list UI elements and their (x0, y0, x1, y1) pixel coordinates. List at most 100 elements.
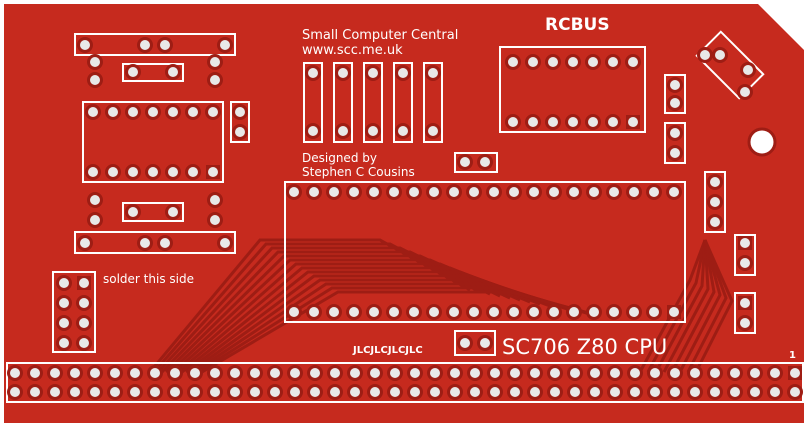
component-outline (122, 202, 184, 222)
pad (770, 387, 780, 397)
pad (368, 68, 378, 78)
component-outline (6, 362, 804, 403)
pad (290, 368, 300, 378)
pad (190, 368, 200, 378)
pad (108, 107, 118, 117)
pad (509, 187, 519, 197)
pad (570, 368, 580, 378)
pad (308, 126, 318, 136)
pad (110, 368, 120, 378)
pad (530, 387, 540, 397)
pad (389, 187, 399, 197)
pad (59, 278, 69, 288)
pad (59, 338, 69, 348)
pad (230, 368, 240, 378)
pad (529, 307, 539, 317)
pad (550, 368, 560, 378)
pad (108, 167, 118, 177)
pad (140, 40, 150, 50)
brand-logo: RCBUS (545, 15, 610, 35)
pad (308, 68, 318, 78)
pad (270, 368, 280, 378)
pad (170, 387, 180, 397)
pad (350, 368, 360, 378)
pad (370, 387, 380, 397)
pad (670, 80, 680, 90)
pad (548, 57, 558, 67)
trace (662, 239, 710, 373)
pad (630, 387, 640, 397)
pin1-label: 1 (789, 350, 796, 361)
pad (398, 126, 408, 136)
pad (235, 127, 245, 137)
pad (649, 187, 659, 197)
pad (168, 207, 178, 217)
trace (201, 290, 601, 374)
pad (589, 187, 599, 197)
pad (30, 368, 40, 378)
pad (568, 117, 578, 127)
crystal (695, 30, 765, 100)
pad (10, 387, 20, 397)
pad (629, 307, 639, 317)
pad (790, 387, 800, 397)
pad (743, 65, 753, 75)
pad (669, 307, 679, 317)
pad (410, 368, 420, 378)
pad (430, 368, 440, 378)
pad (460, 157, 470, 167)
pad (389, 307, 399, 317)
pad (128, 107, 138, 117)
pad (670, 368, 680, 378)
pad (10, 368, 20, 378)
pad (740, 258, 750, 268)
pad (150, 387, 160, 397)
pad (349, 307, 359, 317)
pad (409, 187, 419, 197)
pad (740, 238, 750, 248)
pad (590, 387, 600, 397)
pad (715, 50, 725, 60)
pad (168, 107, 178, 117)
pad (130, 387, 140, 397)
pad (470, 368, 480, 378)
component-outline (734, 234, 756, 276)
silkscreen-outlines (6, 30, 804, 403)
pad (608, 57, 618, 67)
pad (70, 368, 80, 378)
pad (529, 187, 539, 197)
pad (770, 368, 780, 378)
pad (710, 217, 720, 227)
pad (428, 126, 438, 136)
pad (700, 50, 710, 60)
pad (210, 368, 220, 378)
pad (610, 387, 620, 397)
pad (628, 57, 638, 67)
pad (330, 387, 340, 397)
pad (629, 187, 639, 197)
pad (350, 387, 360, 397)
pad (79, 298, 89, 308)
pad (609, 307, 619, 317)
pad (390, 387, 400, 397)
pad (489, 187, 499, 197)
solder-note: solder this side (103, 272, 194, 286)
pad (690, 368, 700, 378)
component-outline (393, 62, 413, 143)
pad (310, 387, 320, 397)
pad (210, 387, 220, 397)
pad (80, 40, 90, 50)
pad (480, 157, 490, 167)
pad (428, 68, 438, 78)
pad (59, 298, 69, 308)
pad (569, 307, 579, 317)
pad (449, 307, 459, 317)
pad (649, 307, 659, 317)
component-outline (704, 171, 726, 233)
pads (7, 37, 803, 400)
pad (90, 387, 100, 397)
pad (508, 57, 518, 67)
pad (70, 387, 80, 397)
pad (270, 387, 280, 397)
mounting-hole (747, 127, 777, 157)
